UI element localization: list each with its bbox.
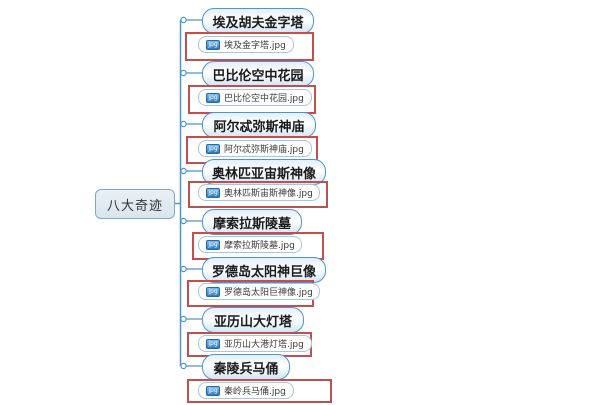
topic-label: 巴比伦空中花园 bbox=[212, 68, 304, 84]
jpg-file-icon: jpg bbox=[206, 92, 220, 103]
jpg-file-icon: jpg bbox=[206, 39, 220, 50]
attachment-item[interactable]: jpg 摩索拉斯陵墓.jpg bbox=[198, 236, 302, 253]
topic-node[interactable]: 阿尔忒弥斯神庙 bbox=[202, 112, 316, 138]
attachment-filename: 亚历山大港灯塔.jpg bbox=[224, 340, 304, 350]
jpg-file-icon: jpg bbox=[206, 338, 220, 349]
attachment-filename: 摩索拉斯陵墓.jpg bbox=[224, 241, 295, 251]
attachment-filename: 巴比伦空中花园.jpg bbox=[224, 94, 304, 104]
attachment-item[interactable]: jpg 埃及金字塔.jpg bbox=[198, 36, 294, 53]
annotation-rect bbox=[187, 379, 332, 403]
jpg-file-icon: jpg bbox=[206, 239, 220, 250]
topic-label: 奥林匹亚宙斯神像 bbox=[211, 166, 316, 182]
attachment-filename: 秦岭兵马俑.jpg bbox=[224, 387, 286, 397]
attachment-filename: 奥林匹斯宙斯神像.jpg bbox=[224, 189, 313, 199]
attachment-filename: 罗德岛太阳巨神像.jpg bbox=[224, 288, 313, 298]
jpg-file-icon: jpg bbox=[206, 143, 220, 154]
topic-label: 罗德岛太阳神巨像 bbox=[211, 264, 316, 280]
root-topic-label: 八大奇迹 bbox=[106, 198, 163, 214]
attachment-item[interactable]: jpg 巴比伦空中花园.jpg bbox=[198, 89, 312, 106]
topic-node[interactable]: 亚历山大灯塔 bbox=[202, 307, 304, 333]
jpg-file-icon: jpg bbox=[206, 187, 220, 198]
jpg-file-icon: jpg bbox=[206, 286, 220, 297]
attachment-item[interactable]: jpg 奥林匹斯宙斯神像.jpg bbox=[198, 184, 320, 201]
attachment-item[interactable]: jpg 秦岭兵马俑.jpg bbox=[198, 382, 294, 399]
topic-label: 阿尔忒弥斯神庙 bbox=[213, 119, 305, 135]
annotation-rect bbox=[185, 32, 314, 61]
attachment-item[interactable]: jpg 罗德岛太阳巨神像.jpg bbox=[198, 283, 320, 300]
attachment-filename: 阿尔忒弥斯神庙.jpg bbox=[224, 145, 304, 155]
topic-node[interactable]: 巴比伦空中花园 bbox=[202, 61, 314, 87]
root-topic-node[interactable]: 八大奇迹 bbox=[95, 189, 175, 219]
topic-node[interactable]: 罗德岛太阳神巨像 bbox=[202, 257, 326, 283]
topic-node[interactable]: 奥林匹亚宙斯神像 bbox=[202, 159, 326, 185]
topic-label: 摩索拉斯陵墓 bbox=[212, 216, 291, 232]
topic-node[interactable]: 秦陵兵马俑 bbox=[202, 354, 290, 380]
annotation-rect bbox=[188, 181, 328, 208]
topic-label: 亚历山大灯塔 bbox=[213, 314, 292, 330]
topic-label: 秦陵兵马俑 bbox=[213, 361, 279, 377]
topic-label: 埃及胡夫金字塔 bbox=[212, 15, 304, 31]
jpg-file-icon: jpg bbox=[206, 385, 220, 396]
attachment-item[interactable]: jpg 阿尔忒弥斯神庙.jpg bbox=[198, 140, 312, 157]
topic-node[interactable]: 摩索拉斯陵墓 bbox=[202, 209, 302, 235]
attachment-item[interactable]: jpg 亚历山大港灯塔.jpg bbox=[198, 335, 312, 352]
topic-node[interactable]: 埃及胡夫金字塔 bbox=[202, 8, 314, 34]
attachment-filename: 埃及金字塔.jpg bbox=[224, 41, 286, 51]
